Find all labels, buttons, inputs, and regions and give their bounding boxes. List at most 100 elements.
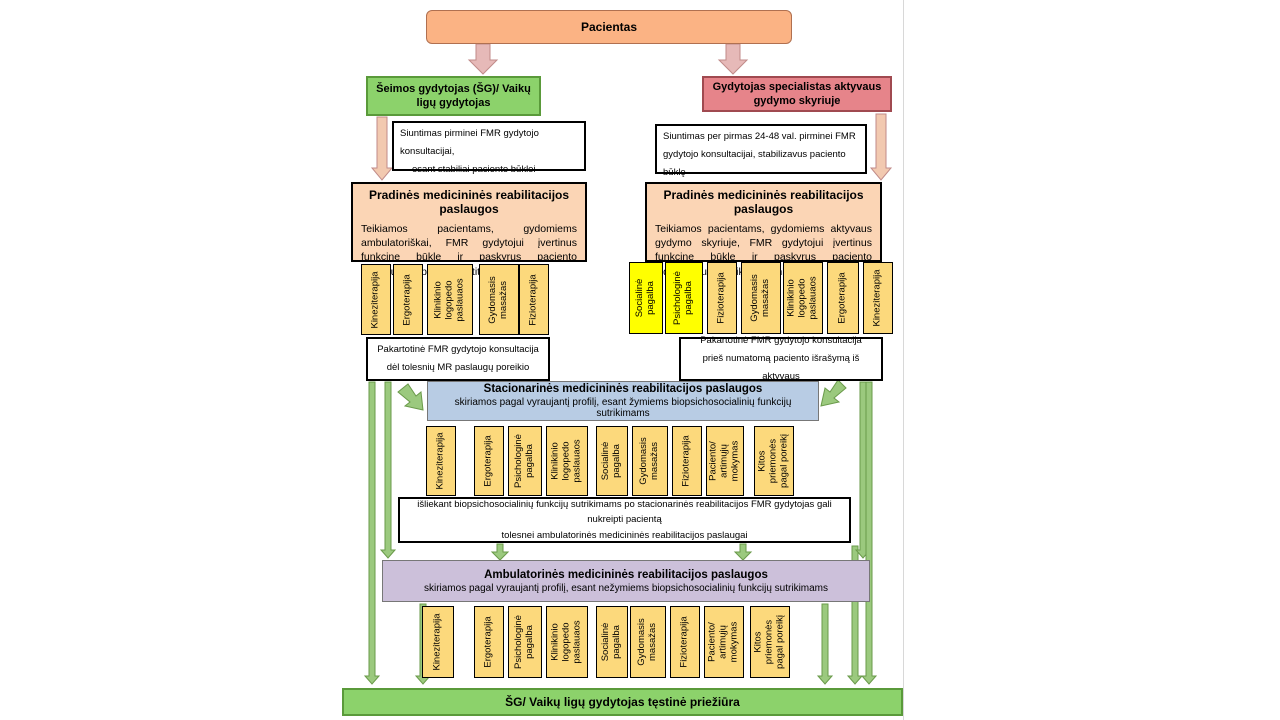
arrow-left-to-stacionarines [397,383,424,411]
service-label: Kitos priemonės pagal poreikį [756,434,790,488]
arrow-patient-to-specialist [717,43,749,75]
service-label: Socialinė pagalba [634,278,656,318]
service-label: Fizioterapija [527,273,539,326]
service-box: Ergoterapija [474,606,504,678]
service-label: Klinikinio logopedo paslauaos [549,620,583,664]
service-label: Psichologinė pagalba [513,615,535,669]
service-box: Ergoterapija [474,426,504,496]
arrow-note-to-ambulatorines-2 [733,543,753,561]
service-box: Kineziterapija [422,606,454,678]
right-referral-note: Siuntimas per pirmas 24-48 val. pirminei… [655,124,867,178]
service-box: Klinikinio logopedo paslauaos [546,426,588,496]
service-label: Socialinė pagalba [600,441,622,481]
left-pradines-box: Pradinės medicininės reabilitacijos pasl… [351,182,587,278]
service-box: Klinikinio logopedo paslauaos [427,264,473,335]
left-repeat-note: Pakartotinė FMR gydytojo konsultacija dė… [366,337,550,381]
service-box: Socialinė pagalba [596,426,628,496]
service-box: Socialinė pagalba [596,606,628,678]
stacionarines-subtitle: skiriamos pagal vyraujantį profilį, esan… [454,397,792,419]
service-label: Kineziterapija [369,270,381,329]
service-box: Psichologinė pagalba [665,262,703,334]
service-box: Fizioterapija [672,426,702,496]
service-box: Kitos priemonės pagal poreikį [750,606,790,678]
arrow-family-doctor-to-pradines [370,116,394,181]
service-label: Klinikinio logopedo paslauaos [785,276,819,320]
service-box: Gydomasis masažas [741,262,781,334]
right-repeat-line1: Pakartotinė FMR gydytojo konsultacija [700,334,862,346]
service-box: Ergoterapija [827,262,859,334]
stacionarines-banner: Stacionarinės medicininės reabilitacijos… [427,381,819,421]
service-box: Kineziterapija [863,262,893,334]
arrow-note-to-ambulatorines-1 [490,543,510,561]
arrow-specialist-to-pradines [869,113,893,181]
specialist-box: Gydytojas specialistas aktyvaus gydymo s… [702,76,892,112]
arrow-patient-to-family-doctor [467,43,499,75]
service-label: Gydomasis masažas [636,618,658,666]
service-box: Fizioterapija [670,606,700,678]
service-label: Ergoterapija [836,272,848,324]
specialist-label: Gydytojas specialistas aktyvaus gydymo s… [712,80,882,107]
service-box: Kineziterapija [426,426,456,496]
service-box: Paciento/ artimųjų mokymas [706,426,744,496]
service-box: Gydomasis masažas [632,426,668,496]
service-label: Gydomasis masažas [487,275,509,324]
service-box: Fizioterapija [519,264,549,335]
service-label: Psichologinė pagalba [672,271,694,325]
patient-box: Pacientas [426,10,792,44]
right-repeat-note: Pakartotinė FMR gydytojo konsultacija pr… [679,335,883,382]
service-label: Klinikinio logopedo paslauaos [432,277,466,322]
left-referral-note: Siuntimas pirminei FMR gydytojo konsulta… [392,121,586,175]
service-box: Klinikinio logopedo paslauaos [546,606,588,678]
middle-referral-note: išliekant biopsichosocialinių funkcijų s… [398,497,851,543]
ambulatorines-banner: Ambulatorinės medicininės reabilitacijos… [382,560,870,602]
service-label: Kineziterapija [871,269,883,327]
final-care-box: ŠG/ Vaikų ligų gydytojas tęstinė priežiū… [342,688,903,716]
left-referral-line1: Siuntimas pirminei FMR gydytojo konsulta… [400,128,539,158]
left-repeat-line1: Pakartotinė FMR gydytojo konsultacija [377,343,539,355]
service-label: Gydomasis masažas [638,437,660,485]
service-label: Paciento/ artimųjų mokymas [706,621,740,663]
middle-note-line1: išliekant biopsichosocialinių funkcijų s… [417,499,832,526]
right-referral-line2: gydytojo konsultacijai, stabilizavus pac… [663,149,846,179]
final-care-label: ŠG/ Vaikų ligų gydytojas tęstinė priežiū… [505,695,740,709]
service-label: Kitos priemonės pagal poreikį [752,615,786,669]
service-label: Paciento/ artimųjų mokymas [707,440,741,482]
service-box: Socialinė pagalba [629,262,663,334]
service-label: Kineziterapija [434,432,446,490]
service-box: Klinikinio logopedo paslauaos [783,262,823,334]
service-label: Fizioterapija [680,435,692,487]
service-label: Gydomasis masažas [749,274,771,322]
left-repeat-line2: dėl tolesnių MR paslaugų poreikio [386,362,530,373]
service-label: Ergoterapija [401,273,413,326]
right-pradines-title: Pradinės medicininės reabilitacijos pasl… [663,188,864,216]
service-box: Kitos priemonės pagal poreikį [754,426,794,496]
service-box: Fizioterapija [707,262,737,334]
middle-note-line2: tolesnei ambulatorinės medicininės reabi… [501,529,748,541]
right-referral-line1: Siuntimas per pirmas 24-48 val. pirminei… [663,131,856,142]
stacionarines-title: Stacionarinės medicininės reabilitacijos… [483,383,763,395]
ambulatorines-title: Ambulatorinės medicininės reabilitacijos… [484,568,768,581]
service-label: Psichologinė pagalba [513,434,535,488]
ambulatorines-subtitle: skiriamos pagal vyraujantį profilį, esan… [423,582,829,594]
service-label: Fizioterapija [678,616,690,668]
service-box: Gydomasis masažas [630,606,666,678]
family-doctor-box: Šeimos gydytojas (ŠG)/ Vaikų ligų gydyto… [366,76,541,116]
page-edge-line [903,0,904,720]
service-label: Fizioterapija [715,272,727,324]
service-label: Ergoterapija [482,616,494,668]
arrow-right-to-stacionarines [820,379,847,407]
right-repeat-line2: prieš numatomą paciento išrašymą iš akty… [702,352,860,383]
left-pradines-title: Pradinės medicininės reabilitacijos pasl… [368,188,570,216]
service-label: Ergoterapija [482,435,494,487]
right-pradines-box: Pradinės medicininės reabilitacijos pasl… [645,182,882,278]
service-label: Kineziterapija [431,613,443,671]
service-label: Socialinė pagalba [600,622,622,662]
left-referral-line2: esant stabiliai paciento būklei [412,164,536,176]
service-box: Ergoterapija [393,264,423,335]
service-box: Kineziterapija [361,264,391,335]
patient-label: Pacientas [580,20,638,34]
service-box: Psichologinė pagalba [508,606,542,678]
service-box: Psichologinė pagalba [508,426,542,496]
service-label: Klinikinio logopedo paslauaos [549,439,583,483]
